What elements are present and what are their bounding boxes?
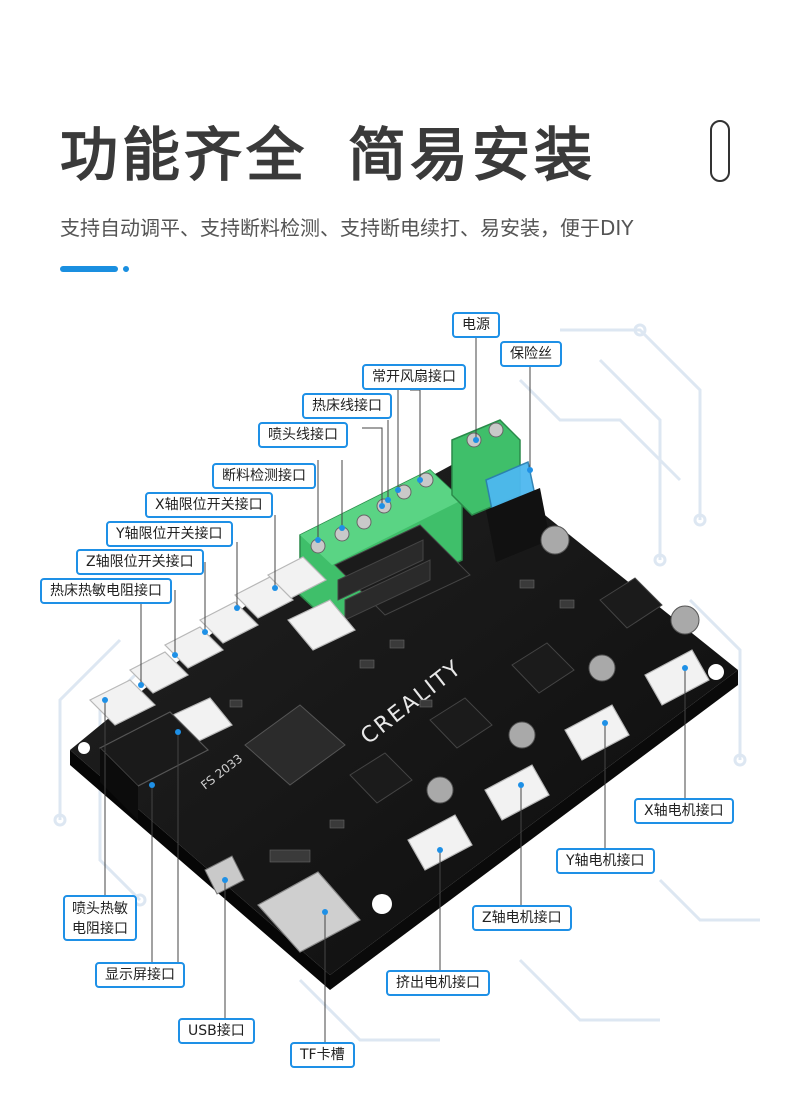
leader-lines xyxy=(104,335,686,1042)
title-left: 功能齐全 xyxy=(60,121,309,189)
driver-heatsinks xyxy=(349,577,663,804)
label-fuse: 保险丝 xyxy=(500,341,562,367)
label-bed-line: 热床线接口 xyxy=(302,393,392,419)
label-z-motor: Z轴电机接口 xyxy=(472,905,572,931)
label-bed-thermistor: 热床热敏电阻接口 xyxy=(40,578,172,604)
usb-port xyxy=(204,855,245,895)
label-tf: TF卡槽 xyxy=(290,1042,355,1068)
leader-dots xyxy=(102,437,688,915)
accent-dot xyxy=(123,266,129,272)
display-header xyxy=(98,711,210,820)
decorative-pill-icon xyxy=(710,120,730,182)
label-y-limit: Y轴限位开关接口 xyxy=(106,521,233,547)
page-title: 功能齐全简易安装 xyxy=(60,108,596,192)
label-nozzle-line: 喷头线接口 xyxy=(258,422,348,448)
label-usb: USB接口 xyxy=(178,1018,255,1044)
label-filament: 断料检测接口 xyxy=(212,463,316,489)
label-power: 电源 xyxy=(452,312,500,338)
label-display: 显示屏接口 xyxy=(95,962,185,988)
label-y-motor: Y轴电机接口 xyxy=(556,848,655,874)
title-right: 简易安装 xyxy=(348,121,597,189)
main-heatsink xyxy=(334,524,471,621)
label-extruder-motor: 挤出电机接口 xyxy=(386,970,490,996)
label-nozzle-thermistor: 喷头热敏电阻接口 xyxy=(63,895,137,941)
subtitle: 支持自动调平、支持断料检测、支持断电续打、易安装，便于DIY xyxy=(60,216,634,240)
label-x-limit: X轴限位开关接口 xyxy=(145,492,273,518)
mcu-chip xyxy=(244,704,346,786)
label-x-motor: X轴电机接口 xyxy=(634,798,734,824)
tf-card-slot xyxy=(257,871,361,953)
fuse-component xyxy=(485,460,550,562)
capacitors xyxy=(426,525,700,804)
accent-bar xyxy=(60,266,118,272)
label-z-limit: Z轴限位开关接口 xyxy=(76,549,204,575)
label-fan: 常开风扇接口 xyxy=(362,364,466,390)
